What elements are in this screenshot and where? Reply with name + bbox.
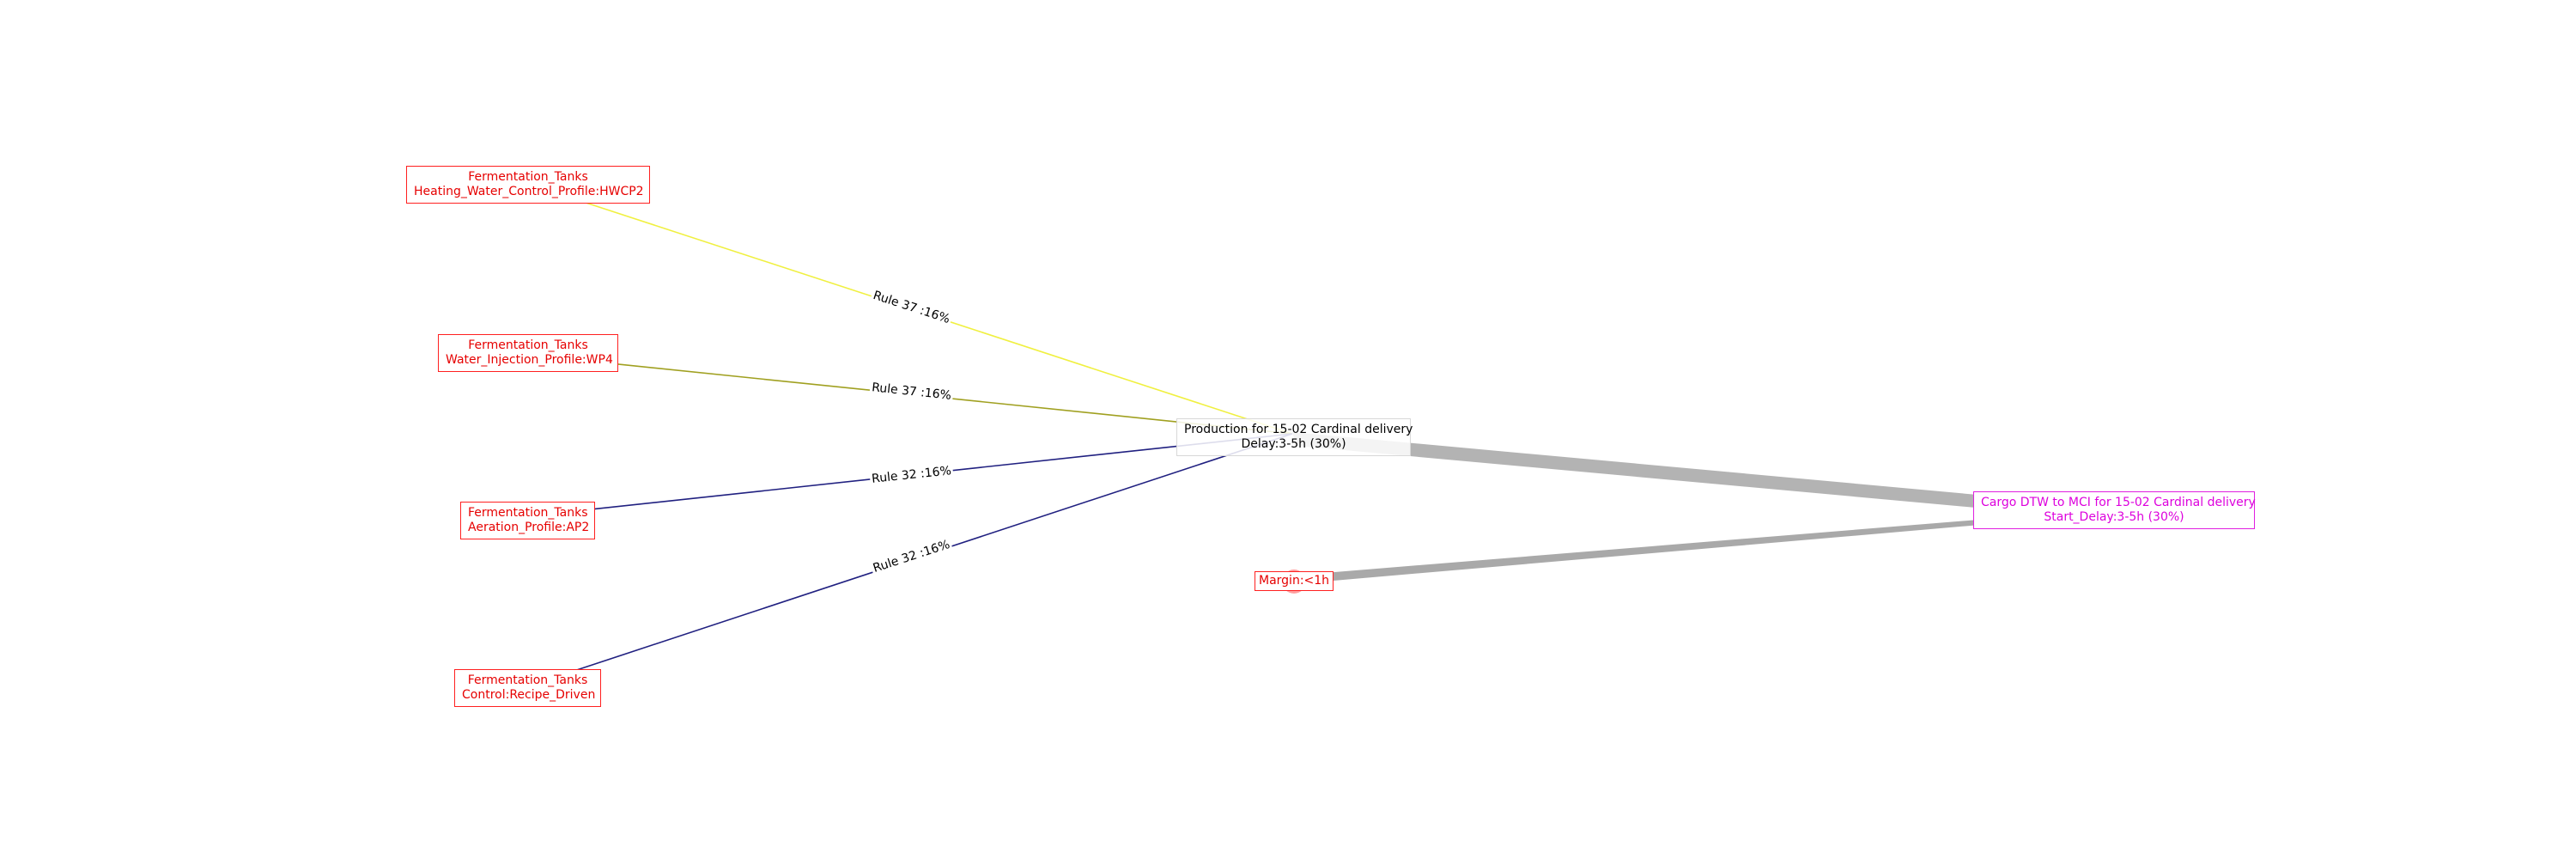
node-line-1: Fermentation_Tanks: [468, 506, 588, 520]
node-water-injection-profile[interactable]: Fermentation_Tanks Water_Injection_Profi…: [438, 334, 618, 372]
node-aeration-profile[interactable]: Fermentation_Tanks Aeration_Profile:AP2: [460, 502, 595, 539]
node-line-2: Water_Injection_Profile:WP4: [446, 353, 613, 367]
node-production-delivery[interactable]: Production for 15-02 Cardinal delivery D…: [1176, 418, 1413, 456]
edge-margin-to-cargo: [1292, 519, 1990, 584]
node-line-2: Heating_Water_Control_Profile:HWCP2: [414, 185, 644, 198]
node-line-1: Fermentation_Tanks: [468, 338, 588, 352]
node-margin[interactable]: Margin:<1h: [1255, 571, 1334, 591]
node-control-recipe-driven[interactable]: Fermentation_Tanks Control:Recipe_Driven: [454, 669, 601, 707]
node-line-2: Aeration_Profile:AP2: [468, 521, 590, 534]
node-line-2: Delay:3-5h (30%): [1241, 437, 1346, 451]
node-line-1: Fermentation_Tanks: [467, 673, 588, 687]
node-line-2: Start_Delay:3-5h (30%): [2044, 510, 2184, 524]
node-heating-water-control-profile[interactable]: Fermentation_Tanks Heating_Water_Control…: [406, 166, 650, 204]
edge-production-to-cargo: [1292, 432, 1987, 509]
node-line-1: Production for 15-02 Cardinal delivery: [1184, 423, 1413, 436]
node-line-1: Fermentation_Tanks: [468, 170, 588, 184]
node-line-2: Control:Recipe_Driven: [462, 688, 596, 702]
node-line-1: Cargo DTW to MCI for 15-02 Cardinal deli…: [1981, 496, 2256, 509]
node-cargo-delivery[interactable]: Cargo DTW to MCI for 15-02 Cardinal deli…: [1973, 491, 2256, 529]
node-line-1: Margin:<1h: [1259, 574, 1330, 588]
